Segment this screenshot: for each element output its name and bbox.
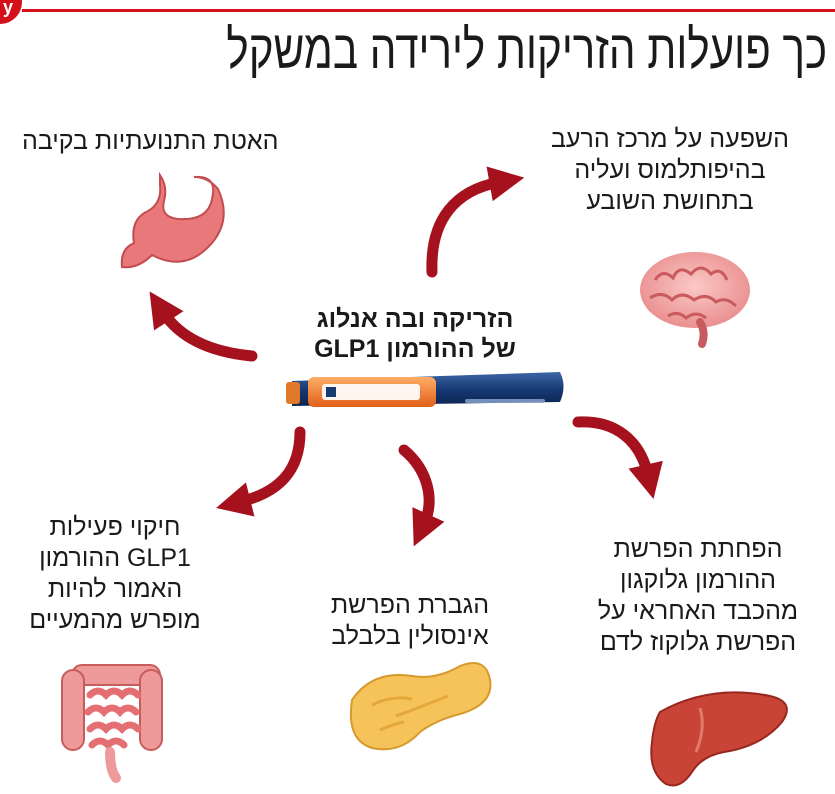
brain-label: השפעה על מרכז הרעב בהיפותלמוס ועליה בתחו…: [520, 124, 820, 217]
arrow-to-stomach: [149, 291, 258, 362]
pancreas-label-line: הגברת הפרשת: [330, 591, 490, 619]
center-label-line: של ההורמון GLP1: [314, 335, 516, 363]
liver-label-line: ההורמון גלוקגון: [619, 566, 777, 594]
intestines-label-line: האמור להיות: [47, 575, 183, 603]
brain-icon: [640, 252, 750, 348]
pancreas-label-line: אינסולין בלבלב: [331, 622, 489, 650]
arrow-to-brain: [426, 166, 525, 278]
liver-icon: [650, 691, 788, 787]
stomach-label: האטת התנועתיות בקיבה: [22, 126, 278, 157]
injection-pen: [286, 372, 564, 407]
intestines-label-line: מופרש מהמעיים: [29, 606, 201, 634]
pancreas-icon: [350, 662, 492, 751]
page-title: כך פועלות הזריקות לירידה במשקל: [226, 20, 827, 80]
center-label: הזריקה ובה אנלוג של ההורמון GLP1: [250, 304, 580, 364]
pancreas-label: הגברת הפרשת אינסולין בלבלב: [300, 590, 520, 652]
intestines-label-line: GLP1 ההורמון: [39, 544, 191, 572]
brain-label-line: בהיפותלמוס ועליה: [574, 156, 766, 184]
stomach-label-line: האטת התנועתיות בקיבה: [22, 127, 279, 155]
brain-label-line: בתחושת השובע: [586, 187, 754, 215]
arrow-to-pancreas: [398, 444, 445, 547]
stomach-icon: [120, 171, 225, 269]
intestines-label: חיקוי פעילות GLP1 ההורמון האמור להיות מו…: [10, 512, 220, 636]
liver-label-line: הפחתת הפרשת: [613, 535, 783, 563]
arrow-to-intestines: [216, 426, 306, 517]
top-rule: [22, 9, 835, 12]
arrow-to-liver: [572, 416, 663, 500]
intestines-label-line: חיקוי פעילות: [49, 513, 181, 541]
liver-label: הפחתת הפרשת ההורמון גלוקגון מהכבד האחראי…: [568, 534, 828, 658]
liver-label-line: הפרשת גלוקוז לדם: [599, 628, 797, 656]
brain-label-line: השפעה על מרכז הרעב: [550, 125, 790, 153]
intestines-icon: [61, 664, 163, 783]
center-label-line: הזריקה ובה אנלוג: [316, 305, 514, 333]
liver-label-line: מהכבד האחראי על: [597, 597, 799, 625]
